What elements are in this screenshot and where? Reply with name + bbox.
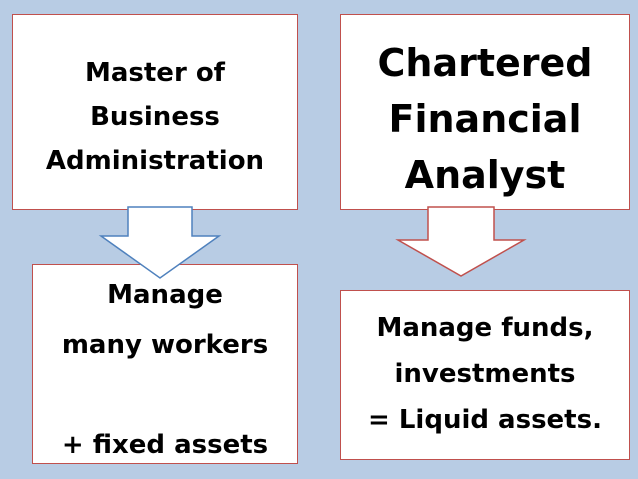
funds-line: investments xyxy=(394,359,576,389)
mba-line: Master of xyxy=(84,58,225,88)
workers-box: Manage many workers + fixed assets xyxy=(32,264,298,464)
funds-box: Manage funds, investments = Liquid asset… xyxy=(340,290,630,460)
mba-line: Administration xyxy=(45,146,265,176)
workers-line xyxy=(33,370,297,420)
workers-line: many workers xyxy=(61,330,269,360)
down-arrow-right-icon xyxy=(395,206,527,277)
workers-line: + fixed assets xyxy=(61,430,269,460)
down-arrow-left-shape xyxy=(98,206,222,279)
workers-line: Manage xyxy=(107,280,223,310)
cfa-line: Financial xyxy=(388,97,582,141)
down-arrow-left-icon xyxy=(98,206,222,279)
cfa-line: Analyst xyxy=(404,153,566,197)
down-arrow-right-shape xyxy=(395,206,527,277)
mba-line: Business xyxy=(90,102,220,132)
mba-box: Master of Business Administration xyxy=(12,14,298,210)
funds-line: = Liquid assets. xyxy=(368,405,602,435)
cfa-box: Chartered Financial Analyst xyxy=(340,14,630,210)
cfa-line: Chartered xyxy=(377,41,593,85)
funds-line: Manage funds, xyxy=(376,313,594,343)
